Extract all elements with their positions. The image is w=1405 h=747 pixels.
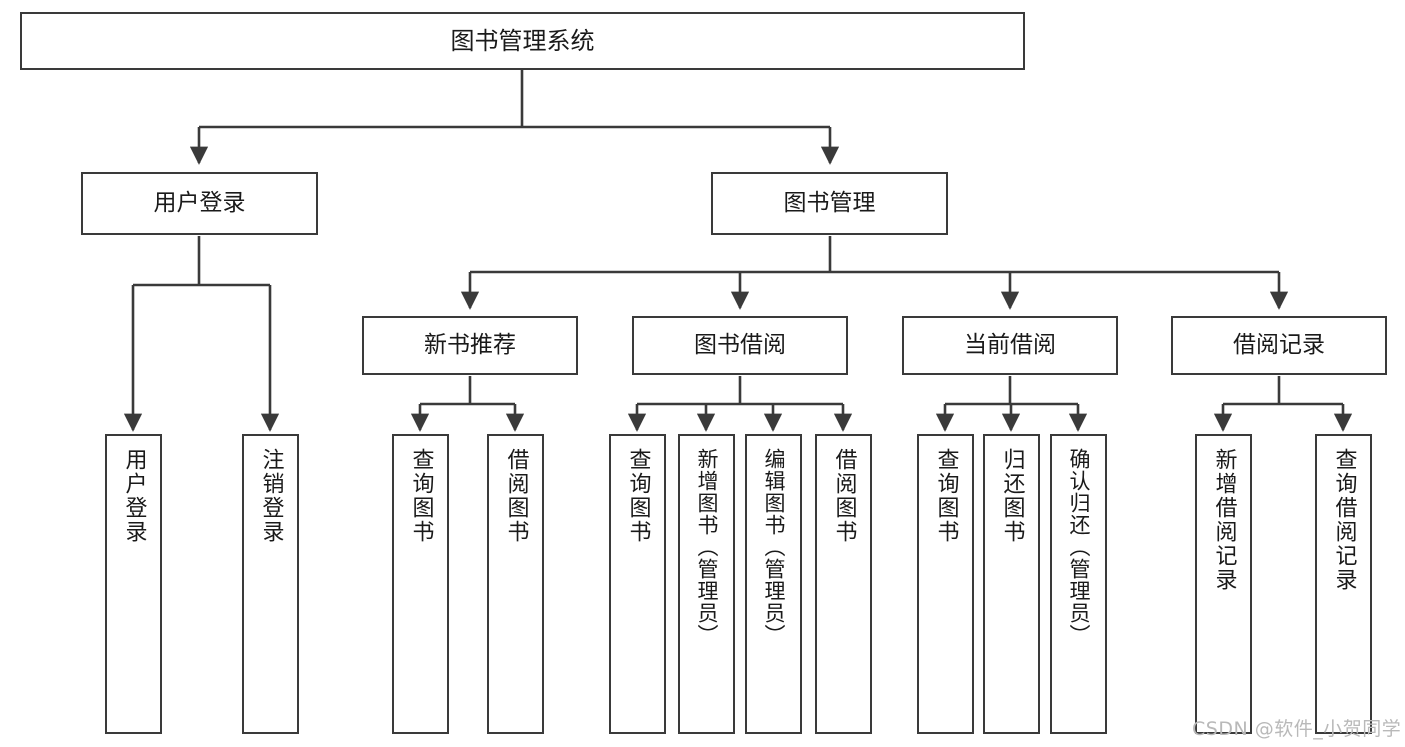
node-label: 编辑图书（管理员） — [762, 448, 786, 646]
node-label: 查询图书 — [408, 448, 434, 544]
leaf-query-book-borrow[interactable]: 查询图书 — [609, 434, 666, 734]
node-new-book-recommend[interactable]: 新书推荐 — [362, 316, 578, 375]
node-label: 查询借阅记录 — [1331, 448, 1357, 592]
node-book-borrow[interactable]: 图书借阅 — [632, 316, 848, 375]
node-book-management[interactable]: 图书管理 — [711, 172, 948, 235]
node-user-login[interactable]: 用户登录 — [81, 172, 318, 235]
node-label: 借阅图书 — [503, 448, 529, 544]
node-label: 查询图书 — [933, 448, 959, 544]
node-current-borrow[interactable]: 当前借阅 — [902, 316, 1118, 375]
node-label: 新增图书（管理员） — [695, 448, 719, 646]
leaf-return-book[interactable]: 归还图书 — [983, 434, 1040, 734]
node-label: 用户登录 — [153, 189, 246, 216]
leaf-edit-book-admin[interactable]: 编辑图书（管理员） — [745, 434, 802, 734]
node-borrow-record[interactable]: 借阅记录 — [1171, 316, 1387, 375]
node-label: 查询图书 — [625, 448, 651, 544]
node-root-system[interactable]: 图书管理系统 — [20, 12, 1025, 70]
leaf-borrow-book-recommend[interactable]: 借阅图书 — [487, 434, 544, 734]
node-label: 当前借阅 — [964, 331, 1056, 358]
leaf-query-book-current[interactable]: 查询图书 — [917, 434, 974, 734]
node-label: 借阅图书 — [831, 448, 857, 544]
node-label: 注销登录 — [258, 448, 284, 544]
node-label: 确认归还（管理员） — [1067, 448, 1091, 646]
node-label: 图书管理 — [783, 189, 876, 216]
node-label: 归还图书 — [999, 448, 1025, 544]
node-label: 图书管理系统 — [450, 26, 595, 55]
leaf-query-borrow-record[interactable]: 查询借阅记录 — [1315, 434, 1372, 734]
leaf-add-book-admin[interactable]: 新增图书（管理员） — [678, 434, 735, 734]
leaf-add-borrow-record[interactable]: 新增借阅记录 — [1195, 434, 1252, 734]
leaf-borrow-book[interactable]: 借阅图书 — [815, 434, 872, 734]
leaf-user-login[interactable]: 用户登录 — [105, 434, 162, 734]
node-label: 用户登录 — [121, 448, 147, 544]
leaf-query-book-recommend[interactable]: 查询图书 — [392, 434, 449, 734]
node-label: 新书推荐 — [424, 331, 516, 358]
leaf-logout-login[interactable]: 注销登录 — [242, 434, 299, 734]
leaf-confirm-return-admin[interactable]: 确认归还（管理员） — [1050, 434, 1107, 734]
node-label: 借阅记录 — [1233, 331, 1325, 358]
node-label: 图书借阅 — [694, 331, 786, 358]
node-label: 新增借阅记录 — [1211, 448, 1237, 592]
watermark: CSDN @软件_小贺同学 — [1192, 718, 1402, 740]
